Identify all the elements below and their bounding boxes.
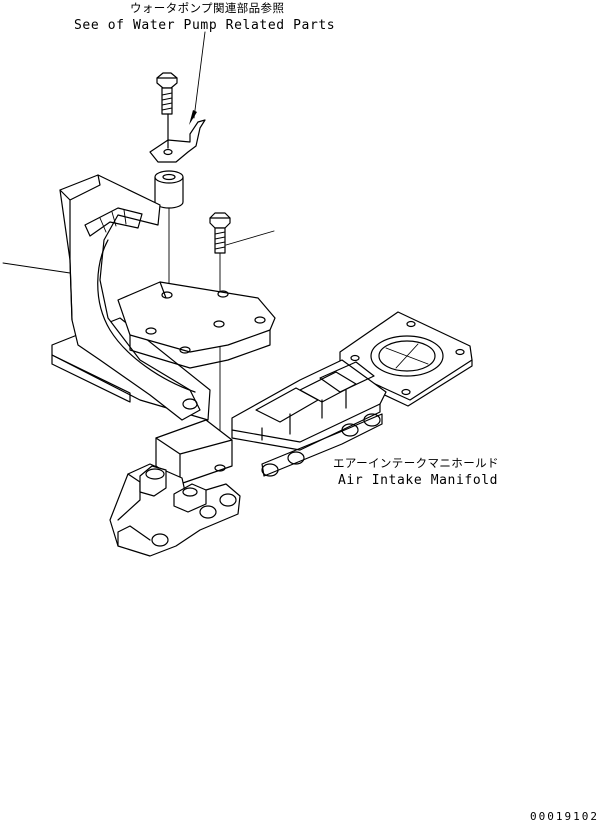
leader-water-pump (193, 31, 206, 119)
drawing-code: 00019102 (530, 810, 599, 823)
leader-arrowhead (189, 110, 197, 125)
water-pump-label-jp: ウォータポンプ関連部品参照 (130, 1, 284, 15)
water-pump-label-en: See of Water Pump Related Parts (74, 18, 335, 33)
mounting-bracket (51, 174, 276, 421)
leader-bolt (225, 230, 275, 246)
clip-plate (149, 113, 206, 163)
top-bolt (156, 72, 178, 115)
right-bolt (209, 212, 231, 461)
leader-bracket (2, 262, 71, 274)
air-intake-manifold (109, 311, 473, 557)
air-intake-label-en: Air Intake Manifold (338, 473, 498, 488)
spacer-collar (154, 170, 184, 291)
leader-lines (2, 31, 275, 274)
air-intake-label-jp: エアーインテークマニホールド (333, 456, 499, 470)
